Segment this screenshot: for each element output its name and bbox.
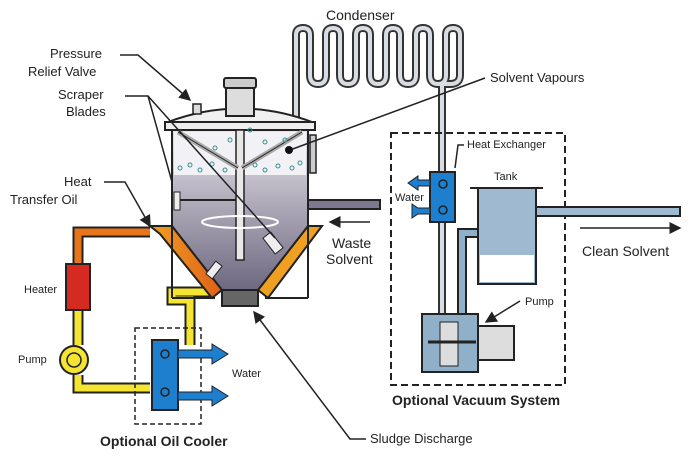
- water-vacuum-label: Water: [395, 192, 424, 204]
- oil-pump-icon: [59, 345, 89, 375]
- water-oil-label: Water: [232, 368, 261, 380]
- pressure-relief-valve-label-2: Relief Valve: [28, 64, 96, 79]
- oil-cooler-dashed-box: [134, 327, 202, 425]
- clean-solvent-label: Clean Solvent: [582, 243, 669, 259]
- pump-oil-label: Pump: [18, 354, 47, 366]
- heat-transfer-oil-label-2: Transfer Oil: [10, 192, 78, 207]
- waste-solvent-label-2: Solvent: [326, 251, 373, 267]
- pressure-relief-valve: [192, 103, 202, 115]
- scraper-blades-label-1: Scraper: [58, 87, 104, 102]
- heater-label: Heater: [24, 284, 57, 296]
- scraper-blades-label-2: Blades: [66, 104, 106, 119]
- vacuum-piping: [407, 171, 681, 373]
- waste-solvent-label-1: Waste: [332, 235, 371, 251]
- vapour-pointer-dot: [285, 146, 293, 154]
- tank-label: Tank: [494, 171, 518, 183]
- dryer-vessel: [164, 77, 317, 307]
- solvent-vapours-label: Solvent Vapours: [490, 70, 585, 85]
- pump-vacuum-label: Pump: [525, 296, 554, 308]
- oil-cooler: [151, 339, 229, 411]
- condenser-label: Condenser: [326, 7, 395, 23]
- sludge-discharge-label: Sludge Discharge: [370, 431, 473, 446]
- heat-exchanger-label: Heat Exchanger: [467, 139, 546, 151]
- condenser-coil: [292, 23, 464, 320]
- optional-vacuum-system-label: Optional Vacuum System: [392, 392, 560, 408]
- heat-transfer-oil-label-1: Heat: [64, 174, 92, 189]
- optional-oil-cooler-label: Optional Oil Cooler: [100, 433, 228, 449]
- vacuum-system-dashed-box: [390, 132, 566, 386]
- pump-motor: [477, 325, 515, 361]
- waste-solvent-pipe: [307, 199, 381, 210]
- heater-block: [65, 263, 91, 311]
- sludge-outlet: [221, 289, 259, 307]
- clean-solvent-pipe: [535, 206, 681, 217]
- pressure-relief-valve-label-1: Pressure: [50, 46, 102, 61]
